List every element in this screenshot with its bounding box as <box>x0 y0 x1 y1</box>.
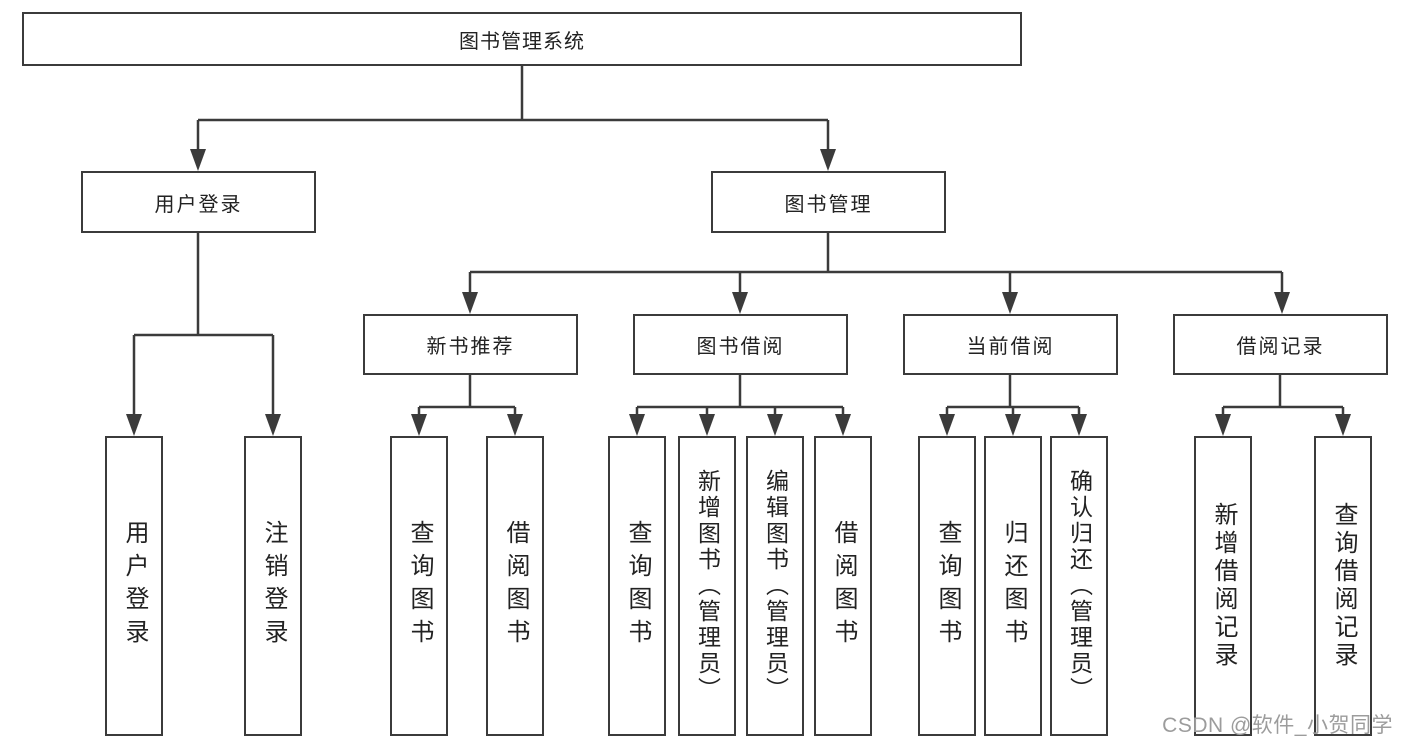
leaf-newbooks-query: 查询图书 <box>390 436 448 736</box>
leaf-current-confirm-admin: 确认归还（管理员） <box>1050 436 1108 736</box>
csdn-watermark: CSDN @软件_小贺同学 <box>1162 714 1393 737</box>
leaf-newbooks-borrow: 借阅图书 <box>486 436 544 736</box>
node-new-book-recommend: 新书推荐 <box>363 314 578 375</box>
leaf-borrow-add-admin: 新增图书（管理员） <box>678 436 736 736</box>
node-current-borrow: 当前借阅 <box>903 314 1118 375</box>
leaf-current-return: 归还图书 <box>984 436 1042 736</box>
leaf-user-login: 用户登录 <box>105 436 163 736</box>
leaf-borrow-query: 查询图书 <box>608 436 666 736</box>
leaf-current-query: 查询图书 <box>918 436 976 736</box>
node-book-management: 图书管理 <box>711 171 946 233</box>
leaf-borrow-book: 借阅图书 <box>814 436 872 736</box>
node-book-borrow: 图书借阅 <box>633 314 848 375</box>
leaf-logout: 注销登录 <box>244 436 302 736</box>
node-borrow-records: 借阅记录 <box>1173 314 1388 375</box>
leaf-borrow-edit-admin: 编辑图书（管理员） <box>746 436 804 736</box>
leaf-records-query: 查询借阅记录 <box>1314 436 1372 736</box>
node-user-login: 用户登录 <box>81 171 316 233</box>
leaf-records-add: 新增借阅记录 <box>1194 436 1252 736</box>
node-root-system: 图书管理系统 <box>22 12 1022 66</box>
